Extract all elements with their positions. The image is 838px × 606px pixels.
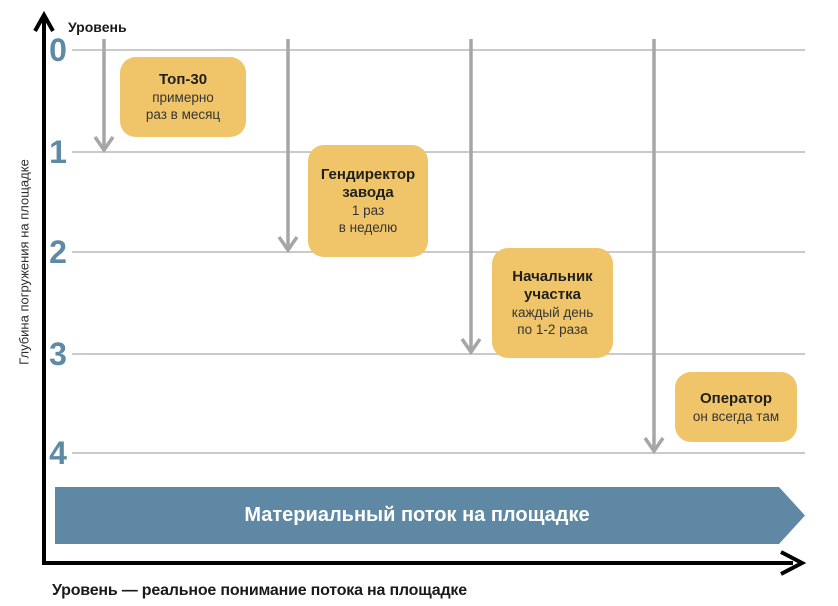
x-axis-arrowhead-icon bbox=[780, 550, 807, 576]
diagram-caption: Уровень — реальное понимание потока на п… bbox=[52, 582, 467, 599]
depth-arrowhead-icon bbox=[93, 136, 115, 154]
depth-arrowhead-icon bbox=[460, 338, 482, 356]
role-box: Начальник участка каждый день по 1-2 раза bbox=[492, 248, 613, 358]
role-box: Гендиректор завода 1 раз в неделю bbox=[308, 145, 428, 257]
role-box-text: 1 раз bbox=[351, 203, 385, 218]
role-box-text: по 1-2 раза bbox=[517, 322, 588, 337]
level-axis-title: Уровень bbox=[68, 19, 127, 35]
role-box-text: он всегда там bbox=[692, 408, 780, 424]
depth-arrowhead-icon bbox=[643, 437, 665, 455]
role-box-text: каждый день bbox=[511, 305, 594, 320]
role-box-text: в неделю bbox=[338, 220, 398, 235]
depth-arrowhead-icon bbox=[277, 236, 299, 254]
level-number: 0 bbox=[49, 32, 67, 68]
role-box-text: примерно bbox=[152, 90, 214, 105]
material-flow-banner-label: Материальный поток на площадке bbox=[244, 504, 590, 526]
level-number: 1 bbox=[49, 134, 67, 170]
role-box-title: Гендиректор завода bbox=[320, 166, 416, 201]
level-number: 4 bbox=[49, 435, 67, 471]
role-box-title: Топ-30 bbox=[158, 71, 208, 88]
y-axis-label: Глубина погружения на площадке bbox=[16, 159, 32, 365]
role-box-title: Начальник участка bbox=[512, 268, 593, 303]
level-number: 2 bbox=[49, 234, 67, 270]
level-number: 3 bbox=[49, 336, 67, 372]
role-box: Топ-30 примерно раз в месяц bbox=[120, 57, 246, 137]
y-axis-arrowhead-icon bbox=[33, 10, 55, 32]
role-box-text: раз в месяц bbox=[145, 107, 221, 122]
material-flow-banner: Материальный поток на площадке bbox=[55, 487, 805, 544]
role-box-title: Оператор bbox=[699, 389, 773, 407]
